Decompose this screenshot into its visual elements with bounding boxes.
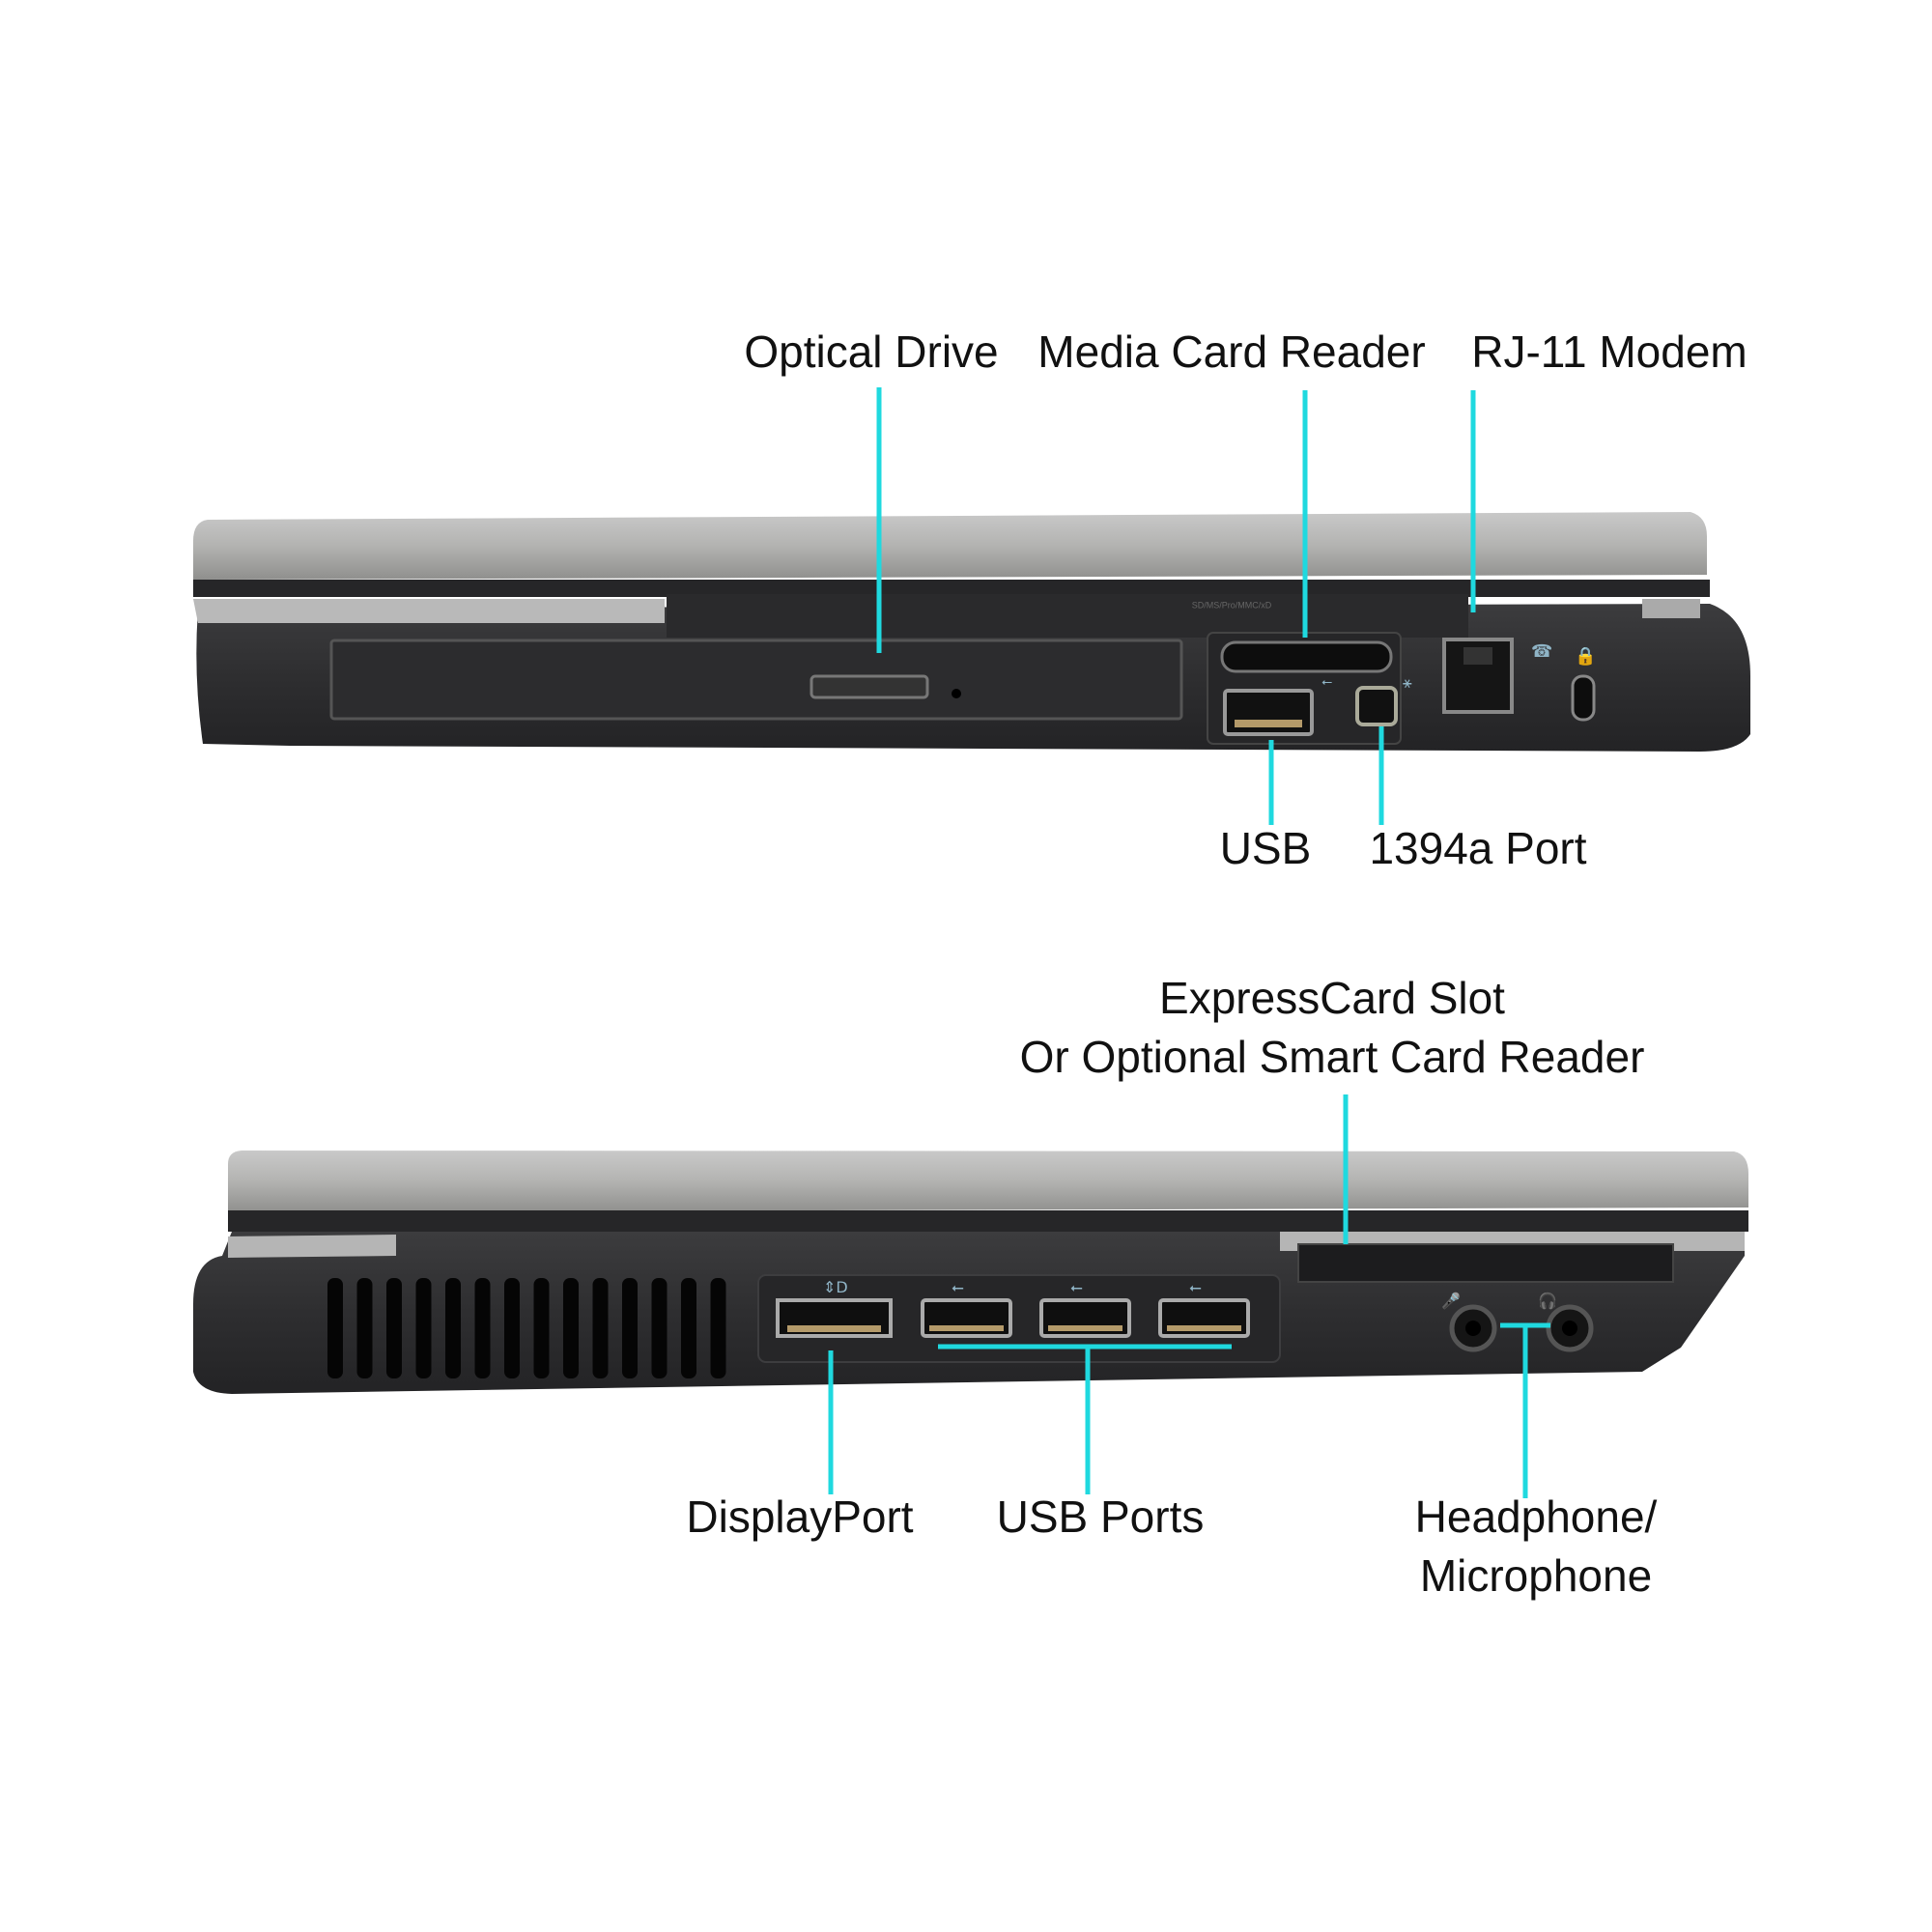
firewire-port[interactable]	[1355, 686, 1398, 726]
eject-button[interactable]	[810, 674, 929, 699]
label-usb: USB	[1219, 823, 1312, 873]
label-media-card-reader: Media Card Reader	[1037, 327, 1426, 377]
vent-slat	[356, 1278, 373, 1378]
label-microphone: Microphone	[1419, 1550, 1653, 1601]
usb-icon: ⭠	[1189, 1278, 1202, 1296]
label-optical-drive: Optical Drive	[744, 327, 999, 377]
label-headphone: Headphone/	[1414, 1492, 1658, 1542]
vent-slat	[533, 1278, 550, 1378]
vent-slat	[681, 1278, 696, 1378]
label-usb-ports: USB Ports	[996, 1492, 1205, 1542]
vent-slat	[327, 1278, 343, 1378]
displayport-icon: ⇕D	[823, 1278, 848, 1296]
label-rj11-modem: RJ-11 Modem	[1471, 327, 1747, 377]
optical-drive	[329, 639, 1183, 721]
vent-slat	[504, 1278, 520, 1378]
microphone-icon: 🎤	[1441, 1292, 1461, 1310]
label-expresscard-line2: Or Optional Smart Card Reader	[1019, 1032, 1645, 1082]
vent-slat	[415, 1278, 432, 1378]
usb-icon: ⭠	[1321, 674, 1332, 690]
label-1394a-port: 1394a Port	[1369, 823, 1587, 873]
laptop-left-side: ⇕D ⭠ ⭠ ⭠ 🎤 🎧	[193, 1151, 1748, 1394]
vent-slat	[445, 1278, 461, 1378]
vent-slat	[710, 1278, 726, 1378]
lock-icon: 🔒	[1575, 646, 1596, 667]
card-reader-print: SD/MS/Pro/MMC/xD	[1191, 600, 1272, 611]
phone-icon: ☎	[1531, 641, 1552, 662]
label-expresscard-line1: ExpressCard Slot	[1159, 973, 1505, 1023]
callout-lines	[828, 387, 1550, 1498]
vent-slat	[592, 1278, 609, 1378]
vent-slat	[474, 1278, 491, 1378]
usb-icon: ⭠	[1070, 1278, 1083, 1296]
usb-port[interactable]	[1223, 689, 1314, 736]
vent-slat	[651, 1278, 668, 1378]
expresscard-slot[interactable]	[1297, 1243, 1674, 1283]
media-card-slot[interactable]	[1220, 640, 1393, 673]
cooling-vents	[327, 1278, 726, 1378]
vent-slat	[386, 1278, 402, 1378]
emergency-eject-hole	[952, 689, 961, 698]
headphone-icon: 🎧	[1538, 1292, 1557, 1310]
usb-icon: ⭠	[952, 1278, 964, 1296]
firewire-icon: ⚹	[1403, 673, 1412, 692]
security-lock-slot	[1571, 674, 1596, 722]
label-displayport: DisplayPort	[686, 1492, 914, 1542]
vent-slat	[622, 1278, 638, 1378]
vent-slat	[563, 1278, 579, 1378]
laptop-right-side: ⭠ ⚹ ☎ 🔒	[193, 512, 1750, 752]
